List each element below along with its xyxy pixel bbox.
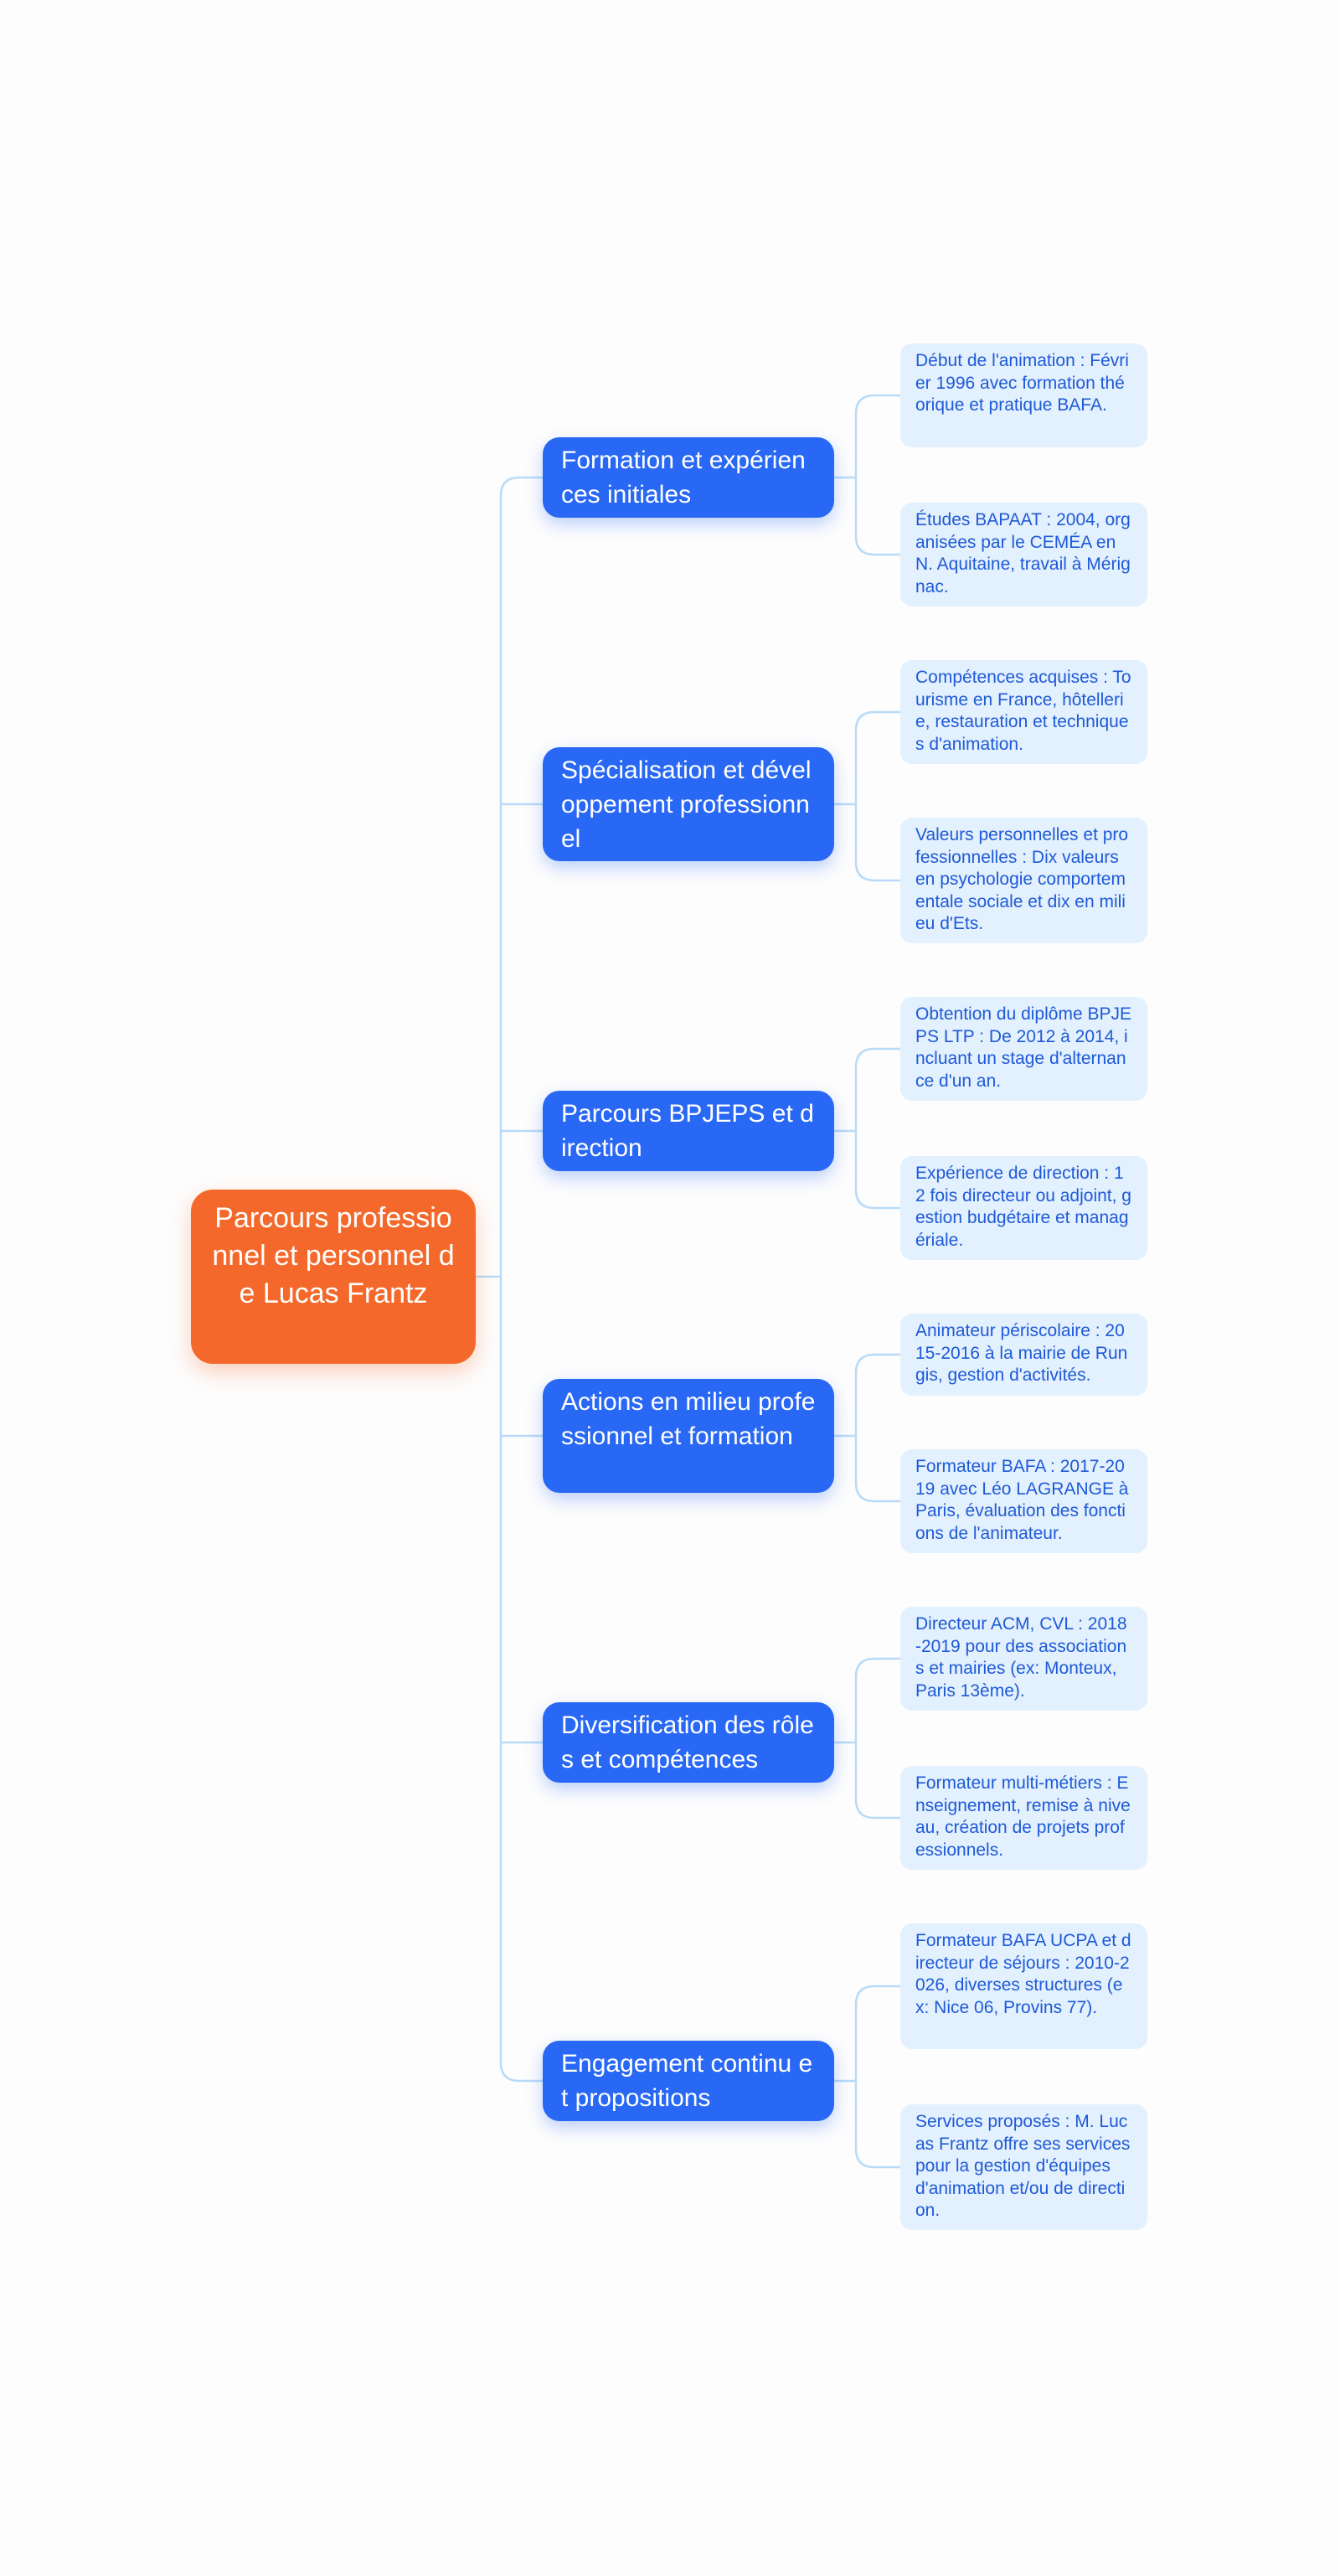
leaf-connector — [854, 1353, 902, 1503]
branch-node[interactable]: Parcours BPJEPS et direction — [543, 1091, 834, 1171]
root-node[interactable]: Parcours professionnel et personnel de L… — [191, 1190, 476, 1364]
branch-node[interactable]: Diversification des rôles et compétences — [543, 1702, 834, 1783]
branch-node[interactable]: Formation et expériences initiales — [543, 437, 834, 518]
leaf-connector — [854, 1985, 902, 2169]
leaf-node[interactable]: Début de l'animation : Février 1996 avec… — [900, 343, 1147, 447]
leaf-connector — [854, 1657, 902, 1820]
leaf-node[interactable]: Obtention du diplôme BPJEPS LTP : De 201… — [900, 997, 1147, 1101]
leaf-node[interactable]: Expérience de direction : 12 fois direct… — [900, 1156, 1147, 1260]
branch-node[interactable]: Actions en milieu professionnel et forma… — [543, 1379, 834, 1493]
leaf-connector — [854, 394, 902, 556]
leaf-node[interactable]: Formateur multi-métiers : Enseignement, … — [900, 1766, 1147, 1870]
leaf-node[interactable]: Valeurs personnelles et professionnelles… — [900, 818, 1147, 943]
branch-node[interactable]: Spécialisation et développement professi… — [543, 747, 834, 861]
branch-connector — [499, 2061, 544, 2083]
leaf-node[interactable]: Services proposés : M. Lucas Frantz offr… — [900, 2104, 1147, 2230]
branch-node[interactable]: Engagement continu et propositions — [543, 2041, 834, 2121]
leaf-node[interactable]: Directeur ACM, CVL : 2018-2019 pour des … — [900, 1607, 1147, 1711]
branch-connector — [499, 476, 544, 498]
leaf-node[interactable]: Études BAPAAT : 2004, organisées par le … — [900, 503, 1147, 607]
leaf-node[interactable]: Compétences acquises : Tourisme en Franc… — [900, 660, 1147, 764]
leaf-node[interactable]: Formateur BAFA UCPA et directeur de séjo… — [900, 1923, 1147, 2049]
leaf-connector — [854, 1047, 902, 1210]
leaf-node[interactable]: Formateur BAFA : 2017-2019 avec Léo LAGR… — [900, 1449, 1147, 1553]
leaf-node[interactable]: Animateur périscolaire : 2015-2016 à la … — [900, 1314, 1147, 1396]
leaf-connector — [854, 710, 902, 882]
